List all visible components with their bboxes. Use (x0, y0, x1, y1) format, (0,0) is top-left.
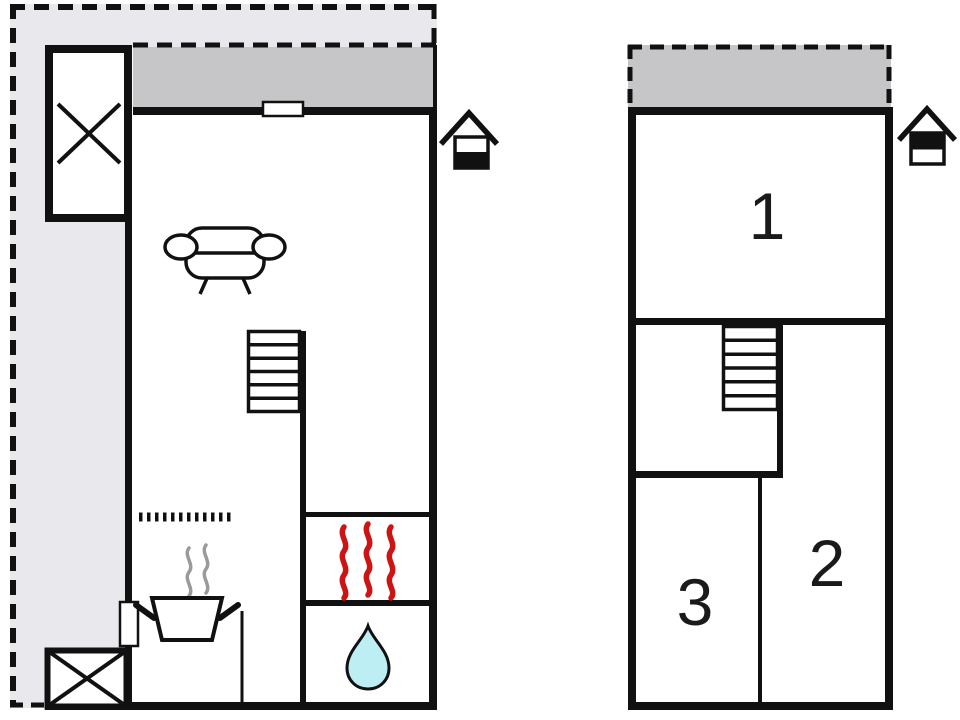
staircase-icon (246, 329, 302, 414)
window-marker (261, 100, 305, 118)
sauna-top-wall (306, 512, 429, 517)
upper-floor-interior-walls (636, 318, 885, 702)
upper-terrace-strip (628, 45, 891, 107)
house-upper-floor-icon (896, 104, 958, 166)
terrace-strip (133, 47, 437, 107)
ground-floor-plan (10, 4, 500, 710)
bathroom-top-wall (306, 600, 429, 606)
steam-icon (185, 543, 210, 598)
sofa-icon (163, 226, 287, 295)
sauna-heater-red-waves-icon (339, 521, 396, 601)
room-3-label: 3 (677, 565, 714, 639)
upper-floor-walls (628, 107, 893, 710)
interior-wall-vertical (300, 331, 306, 702)
bathroom-water-drop-icon (345, 621, 391, 691)
upper-dashed-boundary (627, 44, 892, 107)
cooking-pot-icon (133, 596, 241, 642)
dashed-boundary (10, 4, 437, 708)
storage-x-box-top (45, 45, 132, 222)
room-2-label: 2 (809, 526, 846, 600)
house-ground-floor-icon (438, 108, 500, 170)
door-marker (118, 600, 140, 648)
upper-floor-plan: 1 2 3 (627, 44, 958, 710)
room-1-label: 1 (749, 179, 786, 253)
upper-staircase-icon (721, 324, 780, 412)
storage-x-box-bottom (44, 647, 130, 710)
